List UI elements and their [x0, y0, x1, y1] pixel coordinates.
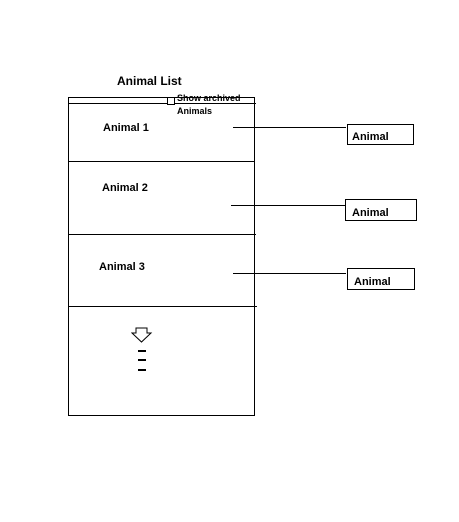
list-item-animal-3[interactable]: Animal 3 [99, 261, 145, 273]
connector-line [231, 205, 345, 206]
list-header-divider [68, 103, 256, 104]
row-divider [68, 306, 257, 307]
animal-detail-box[interactable]: Animal [347, 124, 414, 145]
row-divider [68, 234, 256, 235]
vertical-dashes-icon [138, 350, 146, 352]
list-item-animal-2[interactable]: Animal 2 [102, 182, 148, 194]
animal-detail-label: Animal [352, 207, 389, 219]
vertical-dashes-icon [138, 359, 146, 361]
list-title: Animal List [117, 74, 182, 88]
animal-detail-label: Animal [354, 276, 391, 288]
connector-line [233, 127, 346, 128]
vertical-dashes-icon [138, 369, 146, 371]
down-arrow-icon[interactable] [131, 327, 153, 343]
list-item-animal-1[interactable]: Animal 1 [103, 122, 149, 134]
show-archived-label: Show archived Animals [177, 93, 241, 116]
row-divider [68, 161, 254, 162]
animal-detail-box[interactable]: Animal [347, 268, 415, 290]
connector-line [233, 273, 346, 274]
show-archived-checkbox[interactable] [167, 97, 175, 105]
animal-list [68, 97, 255, 416]
animal-detail-label: Animal [352, 131, 389, 143]
animal-detail-box[interactable]: Animal [345, 199, 417, 221]
